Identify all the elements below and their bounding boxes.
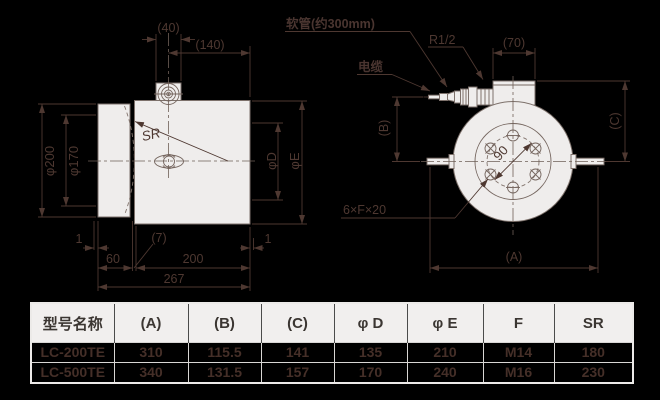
dia-e-label: φE (287, 152, 302, 169)
front-view: 90 6×F×20 (70) (B) (C) (285, 16, 630, 273)
model-name-cell: LC-500TE (31, 362, 114, 383)
dim-140-label: (140) (195, 38, 224, 52)
value-cell: 230 (553, 362, 633, 383)
col-header-c: (C) (260, 303, 334, 343)
thread-callout: R1/2 (428, 33, 484, 80)
spherical-face-arc (124, 105, 135, 216)
value-cell: 170 (333, 362, 407, 383)
dim-60: 60 (98, 252, 133, 271)
col-header-model: 型号名称 (31, 303, 114, 343)
sr-label: SR (140, 125, 162, 144)
value-cell: 210 (406, 342, 483, 363)
dim-70: (70) (492, 36, 536, 79)
dim-dia170: φ170 (61, 114, 96, 207)
bolt-holes (484, 129, 542, 194)
spec-table: 型号名称 (A) (B) (C) φ D φ E F SR LC-200TE 3… (30, 302, 634, 384)
dim-70-label: (70) (503, 36, 525, 50)
dim-7-label: (7) (151, 231, 166, 245)
model-name-cell: LC-200TE (31, 342, 114, 363)
side-view: SR (40) (140) φ200 φ170 (38, 21, 307, 291)
thread-label: R1/2 (429, 33, 455, 47)
bottom-extension-lines (93, 221, 254, 291)
technical-drawing: SR (40) (140) φ200 φ170 (38, 16, 630, 291)
cable-gland (423, 86, 494, 108)
col-header-dia-d: φ D (333, 303, 407, 343)
col-header-b: (B) (187, 303, 261, 343)
value-cell: 141 (260, 342, 334, 363)
dim-200-label: 200 (183, 252, 204, 266)
load-cap (97, 103, 131, 218)
dim-B: (B) (377, 96, 423, 162)
value-cell: 240 (406, 362, 483, 383)
center-eye-feature (154, 154, 184, 169)
dim-diaE: φE (252, 100, 307, 225)
cable-label: 电缆 (358, 59, 384, 74)
dim-1-right: 1 (240, 232, 272, 251)
load-cell-body (134, 100, 251, 225)
dim-40-label: (40) (157, 21, 179, 35)
dim-C: (C) (537, 80, 630, 162)
dim-40: (40) (142, 21, 195, 81)
dim-267: 267 (98, 272, 250, 290)
cable (428, 94, 440, 100)
bolt-pattern-label: 6×F×20 (343, 203, 386, 217)
spec-table-header-row: 型号名称 (A) (B) (C) φ D φ E F SR (31, 303, 633, 343)
dim-267-label: 267 (164, 272, 185, 286)
dim-diaD: φD (252, 122, 283, 201)
dim-60-label: 60 (106, 252, 120, 266)
dim-a-label: (A) (506, 250, 523, 264)
dim-7: (7) (133, 231, 167, 269)
dim-1-right-label: 1 (265, 232, 272, 246)
dim-1-left-label: 1 (76, 232, 83, 246)
dim-A: (A) (429, 167, 599, 273)
dim-dia200: φ200 (38, 103, 96, 218)
dim-b-label: (B) (377, 120, 391, 137)
dia-170-label: φ170 (66, 146, 81, 176)
value-cell: 340 (113, 362, 188, 383)
value-cell: M16 (482, 362, 554, 383)
value-cell: M14 (482, 342, 554, 363)
table-row: LC-200TE 310 115.5 141 135 210 M14 180 (31, 342, 633, 363)
value-cell: 157 (260, 362, 334, 383)
col-header-a: (A) (113, 303, 188, 343)
value-cell: 131.5 (187, 362, 261, 383)
value-cell: 310 (113, 342, 188, 363)
dim-140: (140) (168, 38, 251, 97)
sr-dimension: SR (134, 121, 229, 162)
dim-1-left: 1 (76, 232, 109, 251)
hose-label: 软管(约300mm) (286, 16, 375, 31)
table-row: LC-500TE 340 131.5 157 170 240 M16 230 (31, 362, 633, 383)
col-header-dia-e: φ E (406, 303, 483, 343)
dim-200: 200 (136, 252, 250, 271)
value-cell: 180 (553, 342, 633, 363)
col-header-sr: SR (553, 303, 633, 343)
dia-200-label: φ200 (42, 146, 57, 176)
col-header-f: F (482, 303, 554, 343)
cable-callout: 电缆 (357, 59, 431, 92)
dim-c-label: (C) (608, 112, 622, 129)
bolt-note: 6×F×20 (341, 178, 489, 219)
junction-block (492, 80, 536, 106)
dia-d-label: φD (264, 152, 279, 170)
hose-callout: 软管(约300mm) (285, 16, 448, 88)
value-cell: 115.5 (187, 342, 261, 363)
value-cell: 135 (333, 342, 407, 363)
